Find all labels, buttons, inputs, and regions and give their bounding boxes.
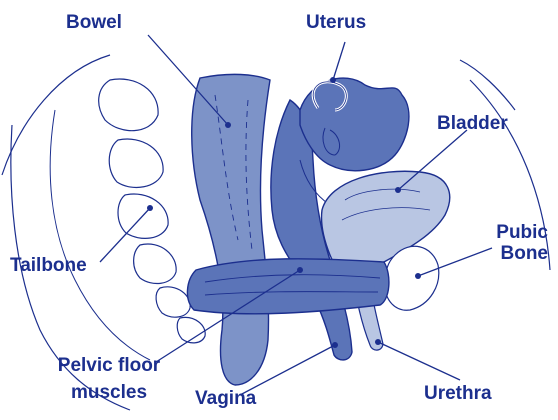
- label-urethra: Urethra: [424, 383, 492, 404]
- label-tailbone: Tailbone: [10, 255, 87, 276]
- pelvic-floor-muscles: [187, 259, 389, 314]
- uterus-shape: [300, 78, 409, 171]
- label-pubic-bone-line1: Pubic: [490, 222, 548, 243]
- label-bladder: Bladder: [437, 113, 508, 134]
- label-bowel: Bowel: [66, 12, 122, 33]
- label-pelvic-floor-line1: Pelvic floor: [34, 355, 184, 376]
- label-pelvic-floor-line2: muscles: [34, 382, 184, 403]
- label-uterus: Uterus: [306, 12, 366, 33]
- label-vagina: Vagina: [195, 388, 256, 409]
- label-pubic-bone-line2: Bone: [490, 243, 548, 264]
